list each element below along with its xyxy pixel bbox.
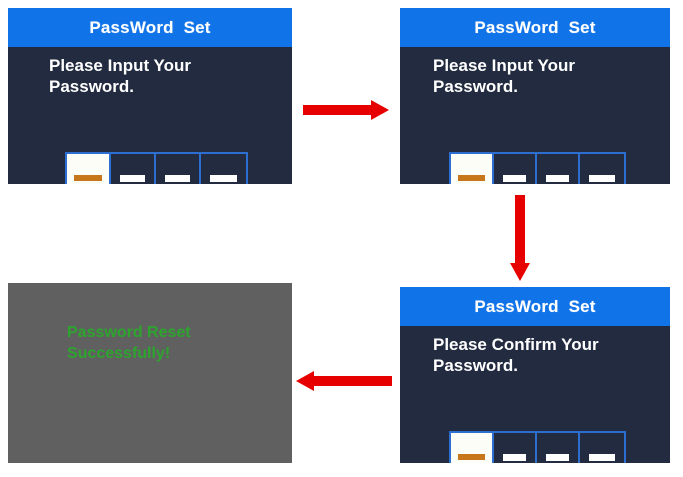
password-dash-icon [502, 453, 527, 461]
screen-input-password-second: PassWord Set Please Input Your Password. [400, 8, 670, 184]
panel-header: PassWord Set [400, 287, 670, 326]
panel-title: PassWord Set [474, 17, 596, 37]
password-dash-icon [165, 174, 190, 182]
screen-input-password-first: PassWord Set Please Input Your Password. [8, 8, 292, 184]
password-entry-row[interactable] [449, 431, 626, 463]
password-dash-icon [589, 453, 615, 461]
password-cell-1[interactable] [67, 154, 112, 184]
password-cell-2[interactable] [494, 154, 538, 184]
password-dash-icon [502, 174, 527, 182]
password-entry-row[interactable] [65, 152, 248, 184]
prompt-text: Please Confirm Your Password. [433, 335, 599, 375]
password-cell-3[interactable] [156, 154, 202, 184]
password-cell-4[interactable] [201, 154, 246, 184]
password-cell-2[interactable] [111, 154, 157, 184]
password-dash-icon [73, 175, 103, 181]
password-dash-icon [120, 174, 145, 182]
panel-body: Please Input Your Password. [8, 47, 292, 184]
password-dash-icon [589, 174, 615, 182]
panel-title: PassWord Set [474, 296, 596, 316]
panel-body: Please Input Your Password. [400, 47, 670, 184]
password-dash-icon [545, 174, 570, 182]
password-cell-4[interactable] [580, 433, 624, 463]
panel-header: PassWord Set [8, 8, 292, 47]
success-message: Password Reset Successfully! [67, 324, 191, 362]
panel-body: Please Confirm Your Password. [400, 326, 670, 463]
panel-header: PassWord Set [400, 8, 670, 47]
password-dash-icon [457, 175, 486, 181]
password-entry-row[interactable] [449, 152, 626, 184]
password-cell-3[interactable] [537, 433, 581, 463]
screen-confirm-password: PassWord Set Please Confirm Your Passwor… [400, 287, 670, 463]
password-cell-1[interactable] [451, 154, 495, 184]
password-dash-icon [545, 453, 570, 461]
prompt-text: Please Input Your Password. [49, 56, 192, 96]
prompt-text: Please Input Your Password. [433, 56, 576, 96]
password-dash-icon [210, 174, 237, 182]
password-cell-3[interactable] [537, 154, 581, 184]
password-cell-2[interactable] [494, 433, 538, 463]
arrow-right-top [303, 100, 389, 120]
password-cell-4[interactable] [580, 154, 624, 184]
screen-password-reset-result: Password Reset Successfully! [8, 283, 292, 463]
panel-title: PassWord Set [89, 17, 211, 37]
arrow-down-right [510, 195, 530, 281]
password-dash-icon [457, 454, 486, 460]
arrow-left-bottom [296, 371, 392, 391]
password-cell-1[interactable] [451, 433, 495, 463]
